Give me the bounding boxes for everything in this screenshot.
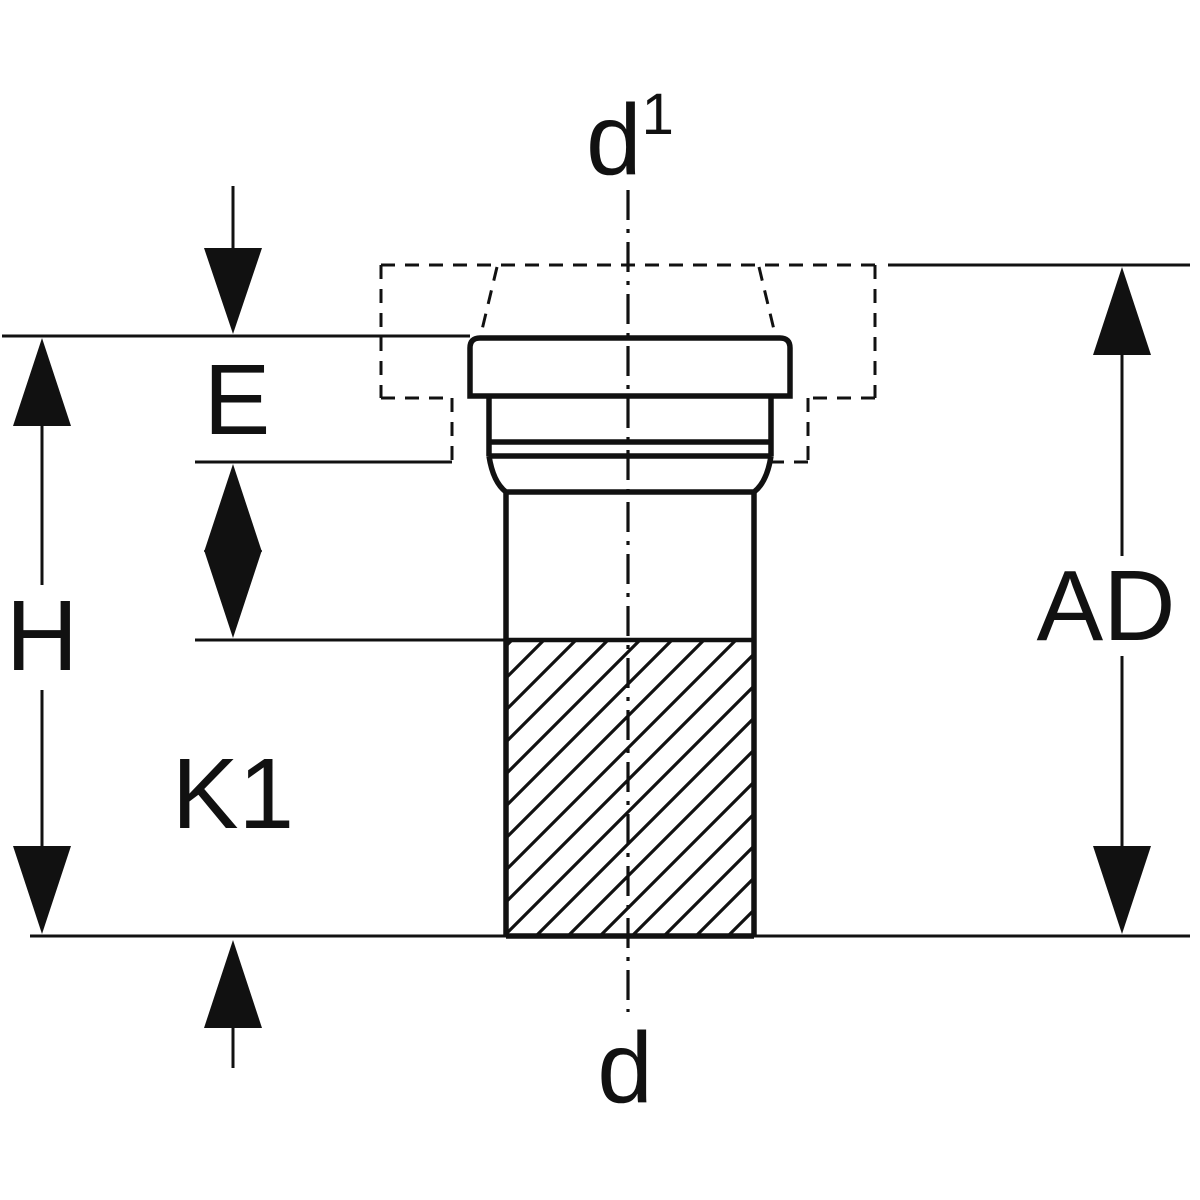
socket-mid-band [486, 396, 774, 459]
fitting-body [467, 335, 793, 939]
label-ad: AD [1037, 550, 1176, 662]
k1-arrow-down-icon [204, 550, 262, 638]
socket-rim [467, 335, 793, 399]
e-arrow-up-icon [204, 464, 262, 552]
h-arrow-up-icon [13, 338, 71, 426]
label-d1: d1 [586, 82, 674, 196]
label-d1-sup: 1 [642, 82, 674, 147]
dimension-H [13, 338, 71, 934]
dashed-socket-chamfer-right [757, 266, 777, 335]
k1-arrow-up-icon [204, 940, 262, 1028]
dashed-socket-chamfer-left [479, 266, 499, 335]
dimension-AD [1093, 267, 1151, 934]
label-d1-base: d [586, 84, 642, 196]
insertion-depth-hatch [506, 640, 754, 936]
label-k1: K1 [172, 738, 294, 850]
label-e: E [204, 344, 271, 456]
dimension-labels: d1 E H K1 AD d [6, 82, 1176, 1124]
h-arrow-down-icon [13, 846, 71, 934]
ad-arrow-up-icon [1093, 267, 1151, 355]
dimension-E [204, 186, 262, 638]
dashed-socket-left-wall [379, 265, 454, 462]
ad-arrow-down-icon [1093, 846, 1151, 934]
label-d: d [597, 1012, 653, 1124]
socket-taper [486, 455, 774, 495]
e-arrow-down-icon [204, 248, 262, 334]
label-h: H [6, 580, 78, 692]
pipe-walls [503, 492, 757, 936]
dimension-K1 [204, 940, 262, 1068]
dashed-socket-right-wall [771, 265, 877, 464]
